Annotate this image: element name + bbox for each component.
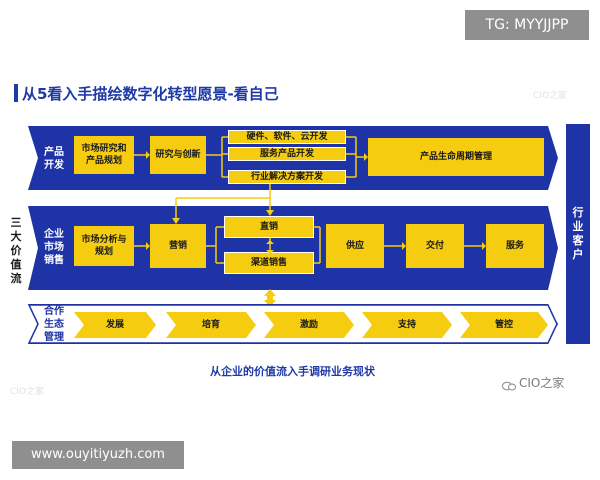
industry-customer-label: 行 业 客 户 — [572, 206, 584, 261]
title-accent-bar — [14, 84, 18, 102]
lifecycle-box: 产品生命周期管理 — [368, 138, 544, 176]
watermark-url: www.ouyitiyuzh.com — [12, 441, 184, 469]
page-title: 从5看入手描绘数字化转型愿景-看自己 — [22, 85, 279, 103]
industry-solution-box: 行业解决方案开发 — [228, 170, 346, 184]
ecosystem-label: 合作 生态 管理 — [44, 306, 64, 343]
brand-name: CIO之家 — [519, 376, 565, 390]
three-value-streams-label: 三 大 价 值 流 — [10, 216, 22, 285]
product-dev-label: 产品 开发 — [44, 147, 64, 171]
service-product-box: 服务产品开发 — [228, 147, 346, 161]
diagram-caption: 从企业的价值流入手调研业务现状 — [210, 365, 375, 378]
watermark-tag: TG: MYYJJPP — [465, 10, 589, 40]
chevron-incentivize: 激励 — [264, 312, 354, 338]
supply-box: 供应 — [326, 224, 384, 268]
enterprise-sales-label: 企业 市场 销售 — [44, 229, 64, 266]
chevron-control: 管控 — [460, 312, 548, 338]
marketing-box: 营销 — [150, 224, 206, 268]
chevron-support: 支持 — [362, 312, 452, 338]
industry-customer-bar — [566, 124, 590, 344]
cio-watermark-bottom: CIO之家 — [10, 387, 45, 397]
direct-sales-box: 直销 — [224, 216, 314, 238]
delivery-box: 交付 — [406, 224, 464, 268]
cio-watermark-top: CIO之家 — [533, 91, 568, 101]
chevron-develop: 发展 — [74, 312, 156, 338]
hw-sw-cloud-box: 硬件、软件、云开发 — [228, 130, 346, 144]
service-box: 服务 — [486, 224, 544, 268]
market-analysis-box: 市场分析与 规划 — [74, 226, 134, 266]
research-innovation-box: 研究与创新 — [150, 136, 206, 174]
market-research-box: 市场研究和 产品规划 — [74, 136, 134, 174]
chevron-cultivate: 培育 — [166, 312, 256, 338]
wechat-icon — [502, 376, 516, 391]
